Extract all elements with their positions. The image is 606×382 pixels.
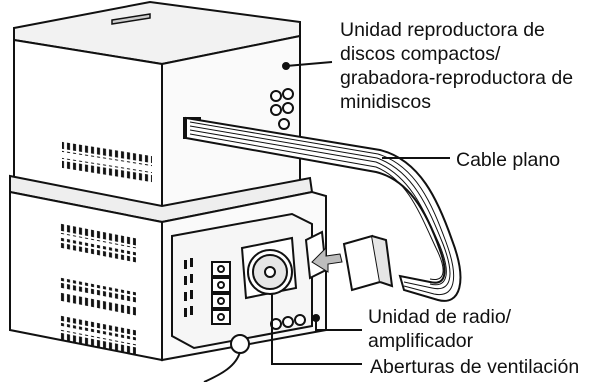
label-flat-cable: Cable plano <box>456 149 561 171</box>
radio-amplifier-unit <box>9 174 328 382</box>
label-cd-md-line-4: minidiscos <box>340 91 432 113</box>
label-radio-line-2: amplificador <box>368 330 474 352</box>
label-cd-md-unit: Unidad reproductora de discos compactos/… <box>340 18 573 114</box>
insertion-arrow <box>311 246 343 273</box>
ventilation-fan <box>240 236 298 300</box>
cd-md-unit <box>13 0 301 212</box>
speaker-terminals <box>211 261 231 325</box>
label-ventilation-openings: Aberturas de ventilación <box>370 356 580 378</box>
label-radio-amplifier: Unidad de radio/ amplificador <box>368 305 511 353</box>
flat-cable <box>185 116 462 302</box>
label-cd-md-line-1: Unidad reproductora de <box>340 19 545 41</box>
label-radio-line-1: Unidad de radio/ <box>368 306 512 328</box>
leader-lines <box>271 61 450 365</box>
label-cd-md-line-3: grabadora-reproductora de <box>340 67 574 89</box>
label-cd-md-line-2: discos compactos/ <box>340 43 501 65</box>
